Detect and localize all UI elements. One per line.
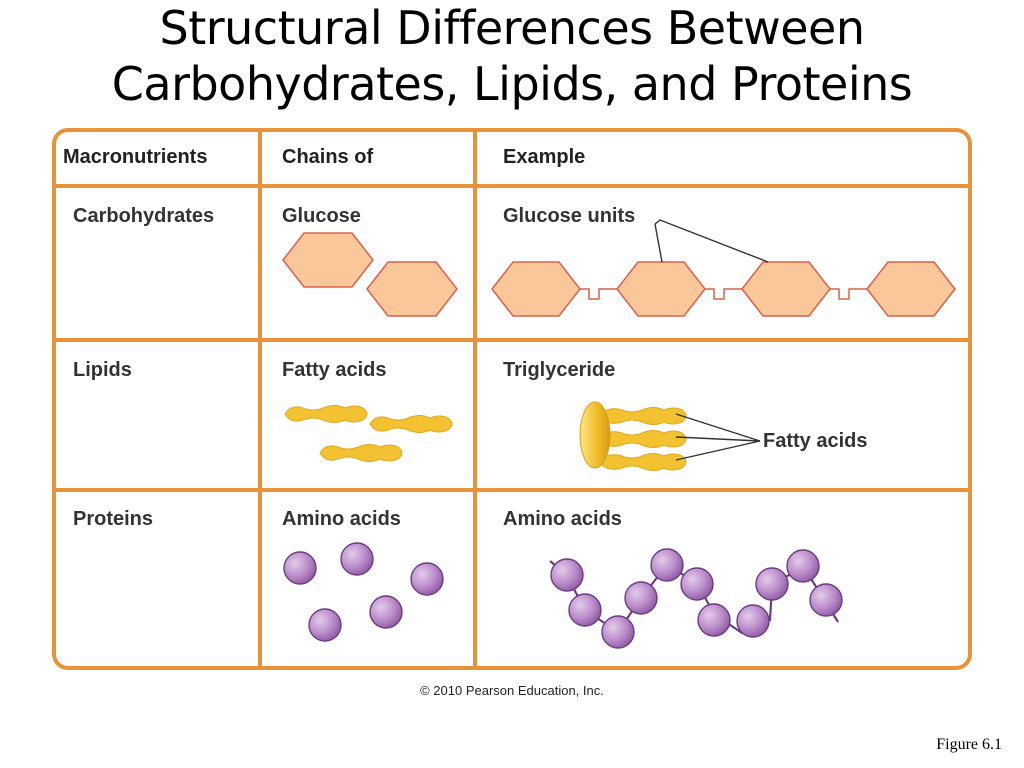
amino-acid-chain xyxy=(549,548,843,649)
fatty-acids-pointer-1 xyxy=(675,413,761,442)
glucose-units-chain xyxy=(491,219,956,317)
row-carbohydrates-chain: Glucose xyxy=(282,205,361,227)
amino-acid-4 xyxy=(308,608,342,642)
glucose-units-pointer-2 xyxy=(654,219,769,263)
title-line-1: Structural Differences Between xyxy=(159,1,866,55)
glucose-unit-4 xyxy=(866,261,956,317)
chain-amino-acid-11 xyxy=(809,583,843,617)
fatty-acid-molecules xyxy=(284,405,453,462)
fatty-acids-pointer-2 xyxy=(675,436,761,442)
amino-acid-3 xyxy=(410,562,444,596)
table-graphics xyxy=(52,128,972,670)
chain-amino-acid-9 xyxy=(755,567,789,601)
header-macronutrients: Macronutrients xyxy=(63,146,208,168)
title-line-2: Carbohydrates, Lipids, and Proteins xyxy=(111,57,913,111)
glucose-unit-2 xyxy=(616,261,706,317)
glycosidic-link-3 xyxy=(830,288,867,300)
fatty-acids-callout: Fatty acids xyxy=(763,430,868,452)
figure-label: Figure 6.1 xyxy=(936,736,1002,753)
chain-amino-acid-4 xyxy=(624,581,658,615)
row-proteins-chain: Amino acids xyxy=(282,508,401,530)
header-example: Example xyxy=(503,146,586,168)
chain-amino-acid-10 xyxy=(786,549,820,583)
triglyceride-fatty-acid-3 xyxy=(599,453,687,471)
slide-title: Structural Differences Between Carbohydr… xyxy=(0,0,1024,112)
header-chains-of: Chains of xyxy=(282,146,374,168)
fatty-acid-3 xyxy=(319,444,403,462)
glycosidic-link-1 xyxy=(580,288,617,300)
row-proteins-example: Amino acids xyxy=(503,508,622,530)
amino-acid-molecules xyxy=(283,542,444,642)
chain-amino-acid-2 xyxy=(568,593,602,627)
chain-amino-acid-5 xyxy=(650,548,684,582)
table-border xyxy=(52,128,972,670)
glucose-molecules xyxy=(282,232,458,317)
row-carbohydrates-label: Carbohydrates xyxy=(73,205,215,227)
fatty-acid-1 xyxy=(284,405,368,423)
glycerol-backbone xyxy=(579,401,611,469)
glucose-unit-1 xyxy=(491,261,581,317)
glycosidic-link-2 xyxy=(705,288,742,300)
chain-amino-acid-3 xyxy=(601,615,635,649)
row-lipids-chain: Fatty acids xyxy=(282,359,387,381)
triglyceride xyxy=(579,401,761,471)
glucose-unit-3 xyxy=(741,261,831,317)
amino-acid-2 xyxy=(340,542,374,576)
glucose-hexagon-2 xyxy=(366,261,458,317)
chain-amino-acid-8 xyxy=(736,604,770,638)
chain-amino-acid-7 xyxy=(697,603,731,637)
triglyceride-fatty-acid-2 xyxy=(599,430,687,448)
glucose-units-pointer-1 xyxy=(654,223,663,263)
row-lipids-example: Triglyceride xyxy=(503,359,616,381)
row-lipids-label: Lipids xyxy=(73,359,132,381)
row-proteins-label: Proteins xyxy=(73,508,154,530)
amino-acid-5 xyxy=(369,595,403,629)
chain-amino-acid-6 xyxy=(680,567,714,601)
amino-acid-1 xyxy=(283,551,317,585)
triglyceride-fatty-acid-1 xyxy=(599,407,687,425)
glucose-hexagon-1 xyxy=(282,232,374,288)
fatty-acids-pointer-3 xyxy=(675,440,761,461)
macronutrient-table: Macronutrients Chains of Example Carbohy… xyxy=(52,128,972,672)
chain-amino-acid-1 xyxy=(550,558,584,592)
row-carbohydrates-example: Glucose units xyxy=(503,205,636,227)
fatty-acid-2 xyxy=(369,415,453,433)
copyright-notice: © 2010 Pearson Education, Inc. xyxy=(420,683,604,698)
